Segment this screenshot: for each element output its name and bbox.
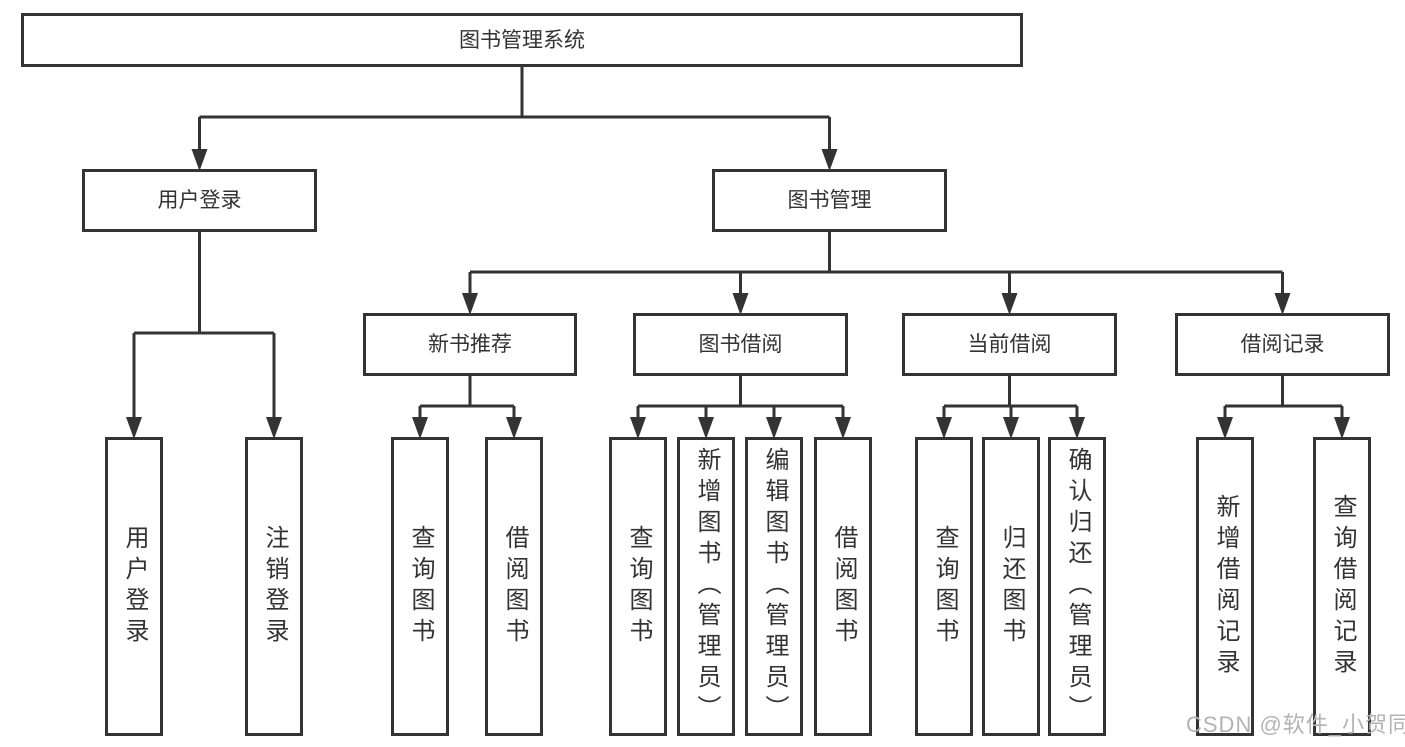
node-leaf-bb-add: 新增图书（管理员）: [677, 437, 735, 736]
node-leaf-cb-confirm: 确认归还（管理员）: [1048, 437, 1106, 736]
node-leaf-br-add: 新增借阅记录: [1196, 437, 1254, 736]
node-leaf-logout: 注销登录: [245, 437, 303, 736]
node-book-mgmt: 图书管理: [712, 169, 947, 232]
node-user-login: 用户登录: [82, 169, 317, 232]
node-leaf-bb-borrow: 借阅图书: [814, 437, 872, 736]
node-leaf-br-query: 查询借阅记录: [1313, 437, 1371, 736]
node-leaf-cb-return: 归还图书: [982, 437, 1040, 736]
node-leaf-nb-query: 查询图书: [391, 437, 449, 736]
node-new-book-rec: 新书推荐: [363, 313, 577, 376]
node-leaf-bb-query: 查询图书: [609, 437, 667, 736]
node-leaf-nb-borrow: 借阅图书: [485, 437, 543, 736]
node-current-borrow: 当前借阅: [902, 313, 1117, 376]
node-borrow-records: 借阅记录: [1175, 313, 1390, 376]
node-leaf-cb-query: 查询图书: [915, 437, 973, 736]
node-leaf-user-login: 用户登录: [105, 437, 163, 736]
node-book-borrow: 图书借阅: [633, 313, 848, 376]
node-root: 图书管理系统: [21, 13, 1023, 67]
node-leaf-bb-edit: 编辑图书（管理员）: [745, 437, 803, 736]
watermark: CSDN @软件_小贺同学: [1186, 712, 1405, 737]
